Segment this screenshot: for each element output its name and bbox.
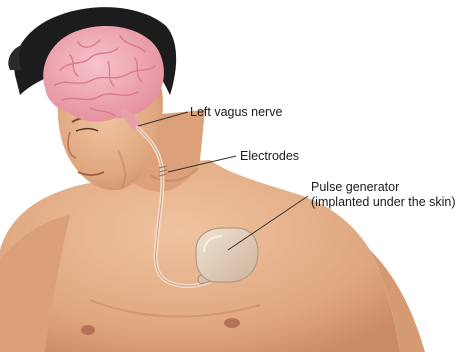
nipple-left — [81, 325, 95, 335]
brain — [43, 26, 164, 122]
label-pulse-generator-note: (implanted under the skin) — [311, 195, 456, 209]
label-pulse-generator: Pulse generator — [311, 180, 399, 194]
nipple-right — [224, 318, 240, 328]
label-electrodes: Electrodes — [240, 149, 299, 163]
label-left-vagus-nerve: Left vagus nerve — [190, 105, 282, 119]
